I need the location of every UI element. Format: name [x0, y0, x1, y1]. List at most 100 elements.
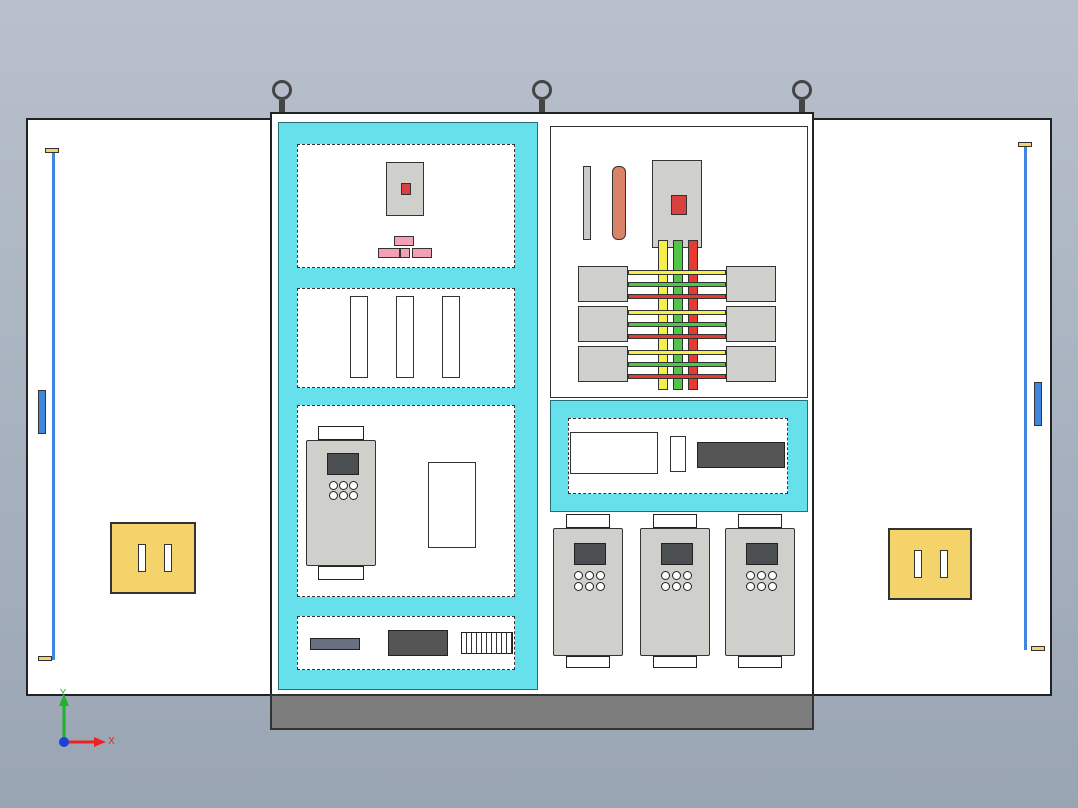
drive-key[interactable]: [596, 582, 605, 591]
left-door-rod-cap-bottom: [38, 656, 52, 661]
drive-key[interactable]: [746, 571, 755, 580]
drive-terminals: [653, 656, 697, 668]
branch-bus-green: [628, 322, 726, 327]
drive-key[interactable]: [683, 582, 692, 591]
left-door-handle[interactable]: [110, 522, 196, 594]
branch-bus-yellow: [628, 270, 726, 275]
drive-key[interactable]: [574, 571, 583, 580]
drive-key[interactable]: [661, 582, 670, 591]
drive-key[interactable]: [596, 571, 605, 580]
drive-key[interactable]: [574, 582, 583, 591]
breaker-toggle[interactable]: [671, 195, 687, 215]
drive-key[interactable]: [757, 582, 766, 591]
drive-terminals: [566, 514, 610, 528]
drive-key[interactable]: [683, 571, 692, 580]
drive-key[interactable]: [672, 582, 681, 591]
drive-key[interactable]: [339, 491, 348, 500]
drive-key[interactable]: [672, 571, 681, 580]
pink-terminal: [394, 236, 414, 246]
variable-frequency-drive-2[interactable]: [640, 528, 710, 656]
drive-key[interactable]: [329, 491, 338, 500]
branch-bus-green: [628, 282, 726, 287]
plc-terminal-block: [697, 442, 785, 468]
left-door-lock-rod: [52, 150, 55, 660]
drive-key[interactable]: [585, 571, 594, 580]
left-main-breaker[interactable]: [386, 162, 424, 216]
drive-terminals: [566, 656, 610, 668]
drive-key[interactable]: [768, 571, 777, 580]
branch-breaker[interactable]: [578, 306, 628, 342]
soft-starter-drive[interactable]: [306, 440, 376, 566]
branch-breaker[interactable]: [726, 266, 776, 302]
drive-key[interactable]: [349, 481, 358, 490]
variable-frequency-drive-1[interactable]: [553, 528, 623, 656]
plc-controller[interactable]: [570, 432, 658, 474]
variable-frequency-drive-3[interactable]: [725, 528, 795, 656]
breaker-toggle[interactable]: [401, 183, 411, 195]
axis-x-label: X: [108, 736, 115, 747]
din-rail-vertical: [583, 166, 591, 240]
left-door[interactable]: [26, 118, 276, 696]
drive-terminals: [653, 514, 697, 528]
bus-bar-l2: [673, 240, 683, 390]
xyz-axis-icon: Y X: [50, 688, 120, 754]
right-door-handle[interactable]: [888, 528, 972, 600]
drive-display: [327, 453, 359, 475]
branch-bus-red: [628, 374, 726, 379]
drive-key[interactable]: [585, 582, 594, 591]
branch-breaker[interactable]: [578, 266, 628, 302]
drive-key[interactable]: [746, 582, 755, 591]
cabinet-plinth: [270, 694, 814, 730]
copper-bus-bar: [612, 166, 626, 240]
drive-key[interactable]: [349, 491, 358, 500]
lifting-eye-stem: [799, 100, 805, 112]
fuse-holder[interactable]: [396, 296, 414, 378]
left-door-latch[interactable]: [38, 390, 46, 434]
main-incoming-breaker[interactable]: [652, 160, 702, 248]
fuse-holder[interactable]: [442, 296, 460, 378]
bus-bar-l1: [658, 240, 668, 390]
lifting-eye-icon: [792, 80, 812, 100]
lifting-eye-stem: [539, 100, 545, 112]
drive-top-terminals: [318, 426, 364, 440]
drive-key[interactable]: [329, 481, 338, 490]
right-handle-slot: [914, 550, 922, 578]
drive-key[interactable]: [768, 582, 777, 591]
drive-key[interactable]: [661, 571, 670, 580]
branch-bus-green: [628, 362, 726, 367]
axis-y-label: Y: [60, 688, 67, 699]
drive-key[interactable]: [757, 571, 766, 580]
plc-module[interactable]: [670, 436, 686, 472]
drive-display: [661, 543, 693, 565]
branch-bus-yellow: [628, 310, 726, 315]
branch-breaker[interactable]: [726, 346, 776, 382]
left-handle-slot: [138, 544, 146, 572]
right-door-rod-cap-bottom: [1031, 646, 1045, 651]
fuse-holder[interactable]: [350, 296, 368, 378]
right-door-rod-cap-top: [1018, 142, 1032, 147]
branch-breaker[interactable]: [578, 346, 628, 382]
branch-bus-red: [628, 294, 726, 299]
lifting-eye-icon: [272, 80, 292, 100]
left-handle-slot: [164, 544, 172, 572]
drive-key[interactable]: [339, 481, 348, 490]
drive-terminals: [738, 514, 782, 528]
drive-display: [574, 543, 606, 565]
pink-terminal: [378, 248, 400, 258]
branch-breaker[interactable]: [726, 306, 776, 342]
lifting-eye-icon: [532, 80, 552, 100]
right-door-lock-rod: [1024, 145, 1027, 650]
pink-terminal: [400, 248, 410, 258]
right-door-latch[interactable]: [1034, 382, 1042, 426]
branch-bus-yellow: [628, 350, 726, 355]
right-door[interactable]: [810, 118, 1052, 696]
terminal-block-small: [310, 638, 360, 650]
drive-terminals: [738, 656, 782, 668]
drive-bottom-terminals: [318, 566, 364, 580]
branch-bus-red: [628, 334, 726, 339]
contactor[interactable]: [428, 462, 476, 548]
terminal-block-black: [388, 630, 448, 656]
pink-terminal: [412, 248, 432, 258]
left-door-rod-cap-top: [45, 148, 59, 153]
